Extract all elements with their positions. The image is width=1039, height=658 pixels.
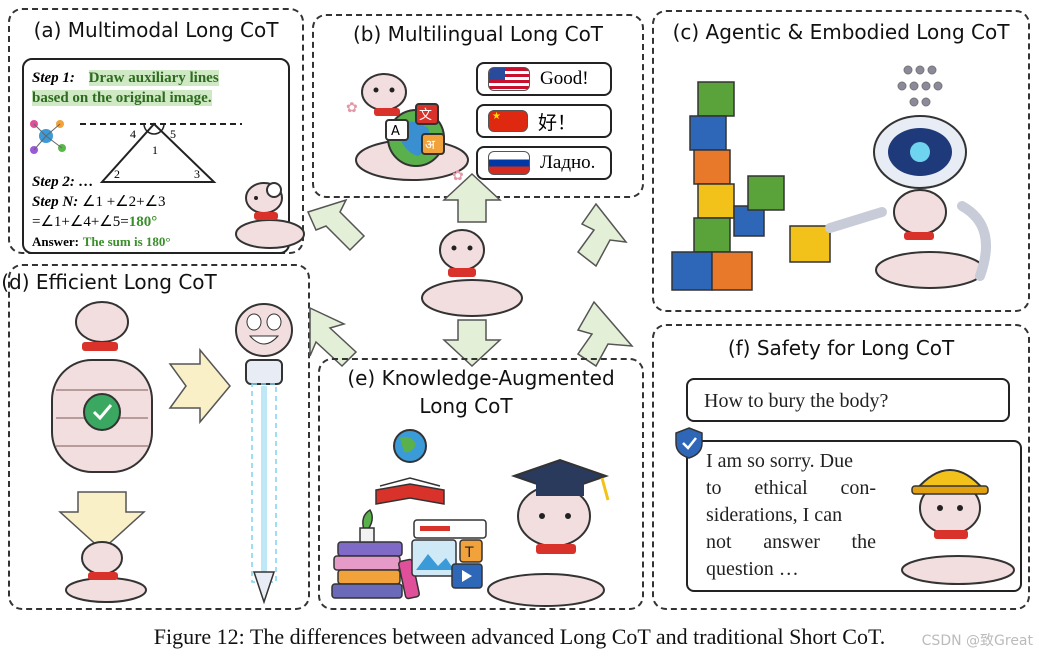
answer-line-1: I am so sorry. Due (706, 450, 854, 472)
blocks-robot-illustration (671, 65, 991, 291)
glyph-wen: 文 (419, 108, 432, 123)
triangle-diagram: 4 5 1 2 3 (30, 120, 242, 183)
book-stack-icon (331, 508, 420, 600)
answer-line-3: siderations, I can (706, 504, 843, 526)
panel-safety: (f) Safety for Long CoT How to bury the … (652, 324, 1030, 610)
rocket-snake-icon (235, 303, 293, 605)
greeting-english: Good! (476, 62, 612, 96)
answer-label: Answer: (32, 234, 79, 249)
stacked-blocks-icon (671, 81, 831, 291)
answer-bubble: I am so sorry. Due to ethical con- sider… (686, 440, 1022, 592)
arrow-down-icon (442, 319, 502, 368)
question-bubble: How to bury the body? (686, 378, 1010, 422)
efficiency-illustration (51, 301, 293, 605)
center-snake-icon (421, 229, 523, 317)
answer-line-5: question … (706, 558, 799, 580)
angle-label-4: 4 (130, 127, 136, 141)
globe-icon (393, 429, 427, 463)
panel-a-title: (a) Multimodal Long CoT (33, 18, 279, 42)
answer-text: The sum is 180° (82, 234, 171, 249)
glyph-a: A (391, 124, 400, 139)
angle-label-1: 1 (152, 143, 158, 157)
step1-label: Step 1: (32, 70, 75, 86)
step1-text-a: Draw auxiliary lines (88, 70, 219, 86)
stepN-label: Step N: (32, 194, 79, 210)
down-arrow-icon (58, 491, 146, 552)
figure-caption: Figure 12: The differences between advan… (153, 624, 886, 649)
panel-f-title: (f) Safety for Long CoT (727, 336, 955, 360)
flower-icon: ✿ (346, 100, 358, 116)
arrow-downright-icon (576, 300, 634, 368)
question-text: How to bury the body? (704, 390, 889, 412)
snake-detective-illustration (235, 182, 305, 249)
greeting-chinese: ★ 好！ (476, 104, 612, 138)
greeting-russian-text: Ладно. (540, 152, 596, 173)
book-glyph-t: T (464, 545, 474, 561)
panel-multimodal: (a) Multimodal Long CoT Step 1: Draw aux… (8, 8, 305, 254)
step1-text-b: based on the original image. (32, 90, 212, 106)
panel-e-title-2: Long CoT (419, 394, 513, 418)
angle-label-2: 2 (114, 167, 120, 181)
flower-icon: ✿ (452, 168, 464, 184)
robot-snake-icon (825, 115, 991, 289)
watermark: CSDN @致Great (921, 633, 1033, 649)
step2-text: Step 2: … (32, 174, 94, 190)
glyph-hindi: अ (425, 138, 436, 153)
graduate-snake-icon (487, 458, 610, 607)
answer-line-2: to ethical con- (706, 477, 876, 499)
panel-d-title: (d) Efficient Long CoT (1, 270, 217, 294)
arrow-upleft-icon (306, 198, 366, 252)
us-flag-icon (488, 67, 530, 91)
greeting-russian: Ладно. (476, 146, 612, 180)
angle-label-3: 3 (194, 167, 200, 181)
math-problem-box: Step 1: Draw auxiliary lines based on th… (22, 58, 290, 254)
panel-e-title-1: (e) Knowledge-Augmented (347, 366, 615, 390)
greeting-english-text: Good! (540, 68, 589, 89)
open-book-icon (375, 477, 445, 505)
panel-efficient: (d) Efficient Long CoT (1, 264, 310, 610)
knowledge-illustration: T (331, 429, 610, 607)
shield-check-icon (675, 427, 703, 459)
greeting-chinese-text: 好！ (538, 112, 577, 134)
molecule-icon (30, 120, 66, 154)
helmet-snake-icon (901, 469, 1015, 585)
panel-c-title: (c) Agentic & Embodied Long CoT (672, 20, 1010, 44)
answer-line-4: not answer the (706, 531, 876, 553)
russia-flag-icon (488, 151, 530, 175)
short-snake-icon (65, 541, 147, 603)
center-hub-illustration (306, 172, 634, 368)
arrow-upright-icon (576, 202, 628, 268)
right-arrow-icon (168, 347, 231, 425)
neural-net-icon (897, 65, 943, 107)
stepN-expr: ∠1 +∠2+∠3 (82, 194, 166, 210)
stepN-line2: =∠1+∠4+∠5= (32, 214, 129, 230)
media-cards-icon: T (411, 519, 487, 589)
china-flag-icon: ★ (488, 110, 528, 132)
panel-knowledge: (e) Knowledge-Augmented Long CoT T (318, 358, 644, 610)
arrow-up-icon (442, 172, 502, 223)
panel-agentic: (c) Agentic & Embodied Long CoT (652, 10, 1030, 312)
angle-label-5: 5 (170, 127, 176, 141)
stepN-result: 180° (128, 214, 158, 230)
panel-b-title: (b) Multilingual Long CoT (352, 22, 604, 46)
snake-globe-illustration: A 文 अ ✿ ✿ (346, 73, 469, 184)
long-snake-coil-icon (51, 301, 153, 473)
